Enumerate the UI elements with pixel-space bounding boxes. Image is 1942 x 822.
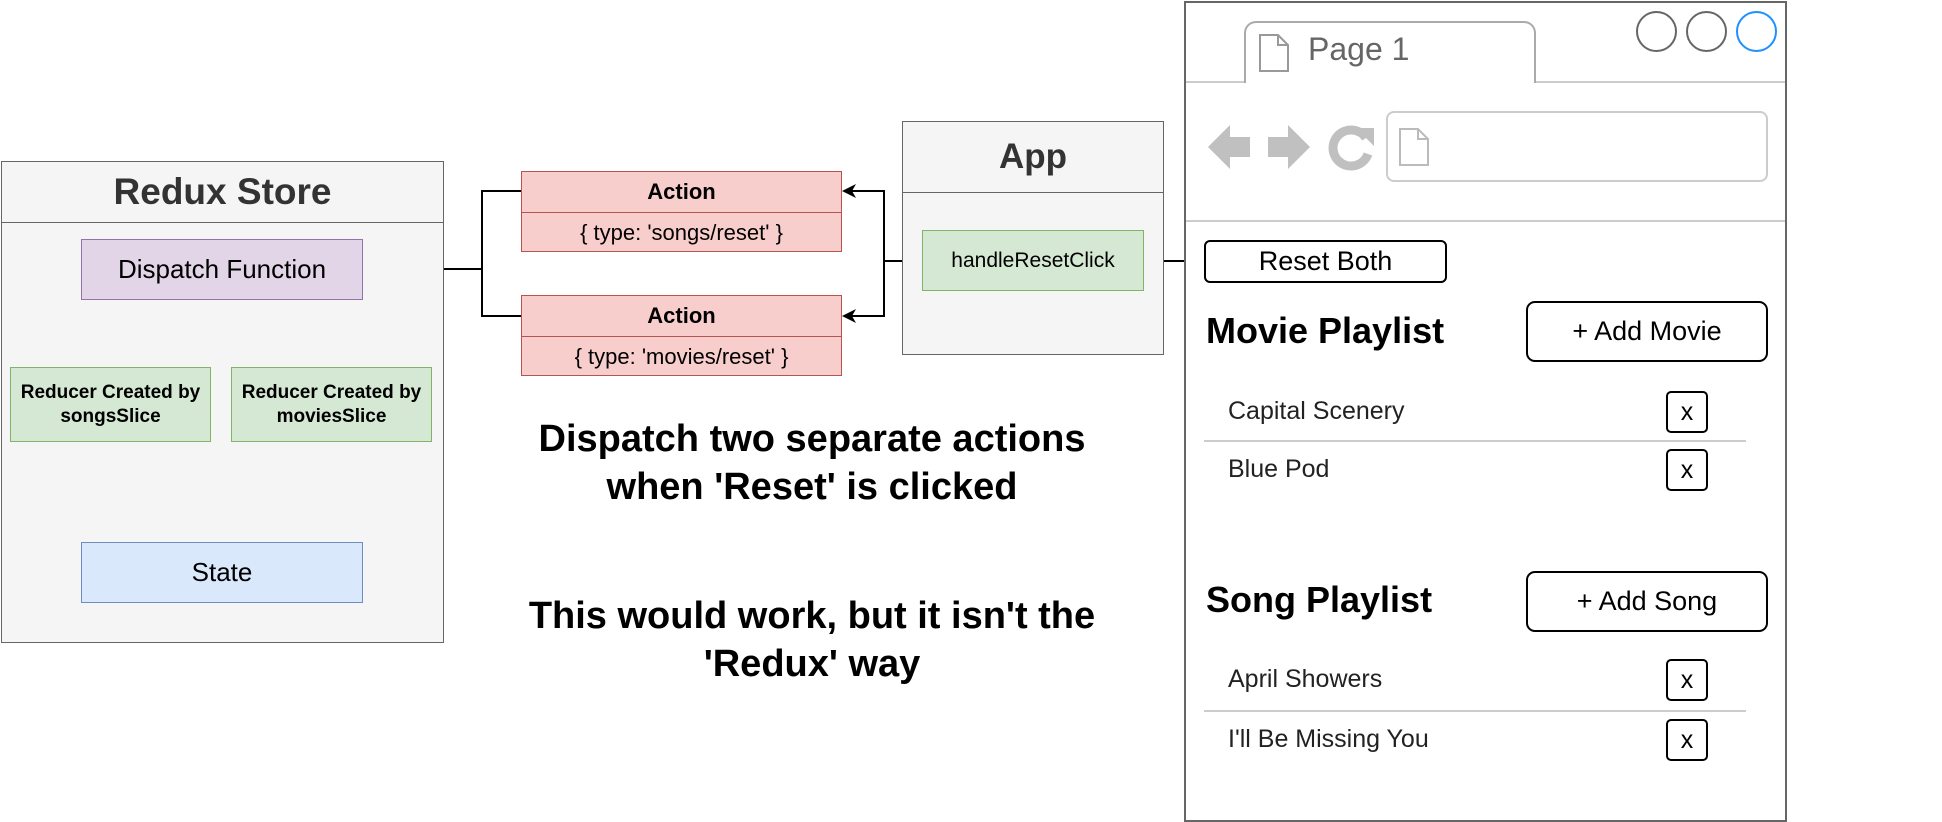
song-item: April Showers [1228,664,1383,693]
forward-arrow-icon[interactable] [1266,122,1312,172]
toolbar-divider [1186,220,1785,222]
url-page-icon [1399,128,1429,166]
reset-both-button[interactable]: Reset Both [1204,240,1447,283]
browser-tab[interactable] [1244,21,1536,83]
state-box: State [81,542,363,603]
page-icon [1259,34,1289,72]
window-circle-button[interactable] [1636,11,1677,52]
add-song-button[interactable]: + Add Song [1526,571,1768,632]
caption-not-redux-way: This would work, but it isn't the 'Redux… [528,595,1096,685]
handle-reset-click-box: handleResetClick [922,230,1144,291]
list-divider [1204,440,1746,442]
reload-icon[interactable] [1326,122,1376,172]
movies-reducer-box: Reducer Created by moviesSlice [231,367,432,442]
redux-store-title: Redux Store [1,161,444,223]
actions-to-dispatch-line [481,190,521,317]
songs-reducer-box: Reducer Created by songsSlice [10,367,211,442]
dispatch-function-box: Dispatch Function [81,239,363,300]
action-body: { type: 'songs/reset' } [580,220,783,245]
remove-song-button[interactable]: x [1666,659,1708,701]
song-item: I'll Be Missing You [1228,724,1429,753]
action-title: Action [522,296,841,337]
song-playlist-title: Song Playlist [1206,579,1433,620]
window-circle-button[interactable] [1686,11,1727,52]
handler-to-action2-arrow [842,261,885,323]
app-title: App [902,121,1164,193]
movie-playlist-title: Movie Playlist [1206,310,1445,351]
movies-reset-action: Action { type: 'movies/reset' } [521,295,842,376]
handler-to-action1-arrow [842,184,885,261]
movie-item: Blue Pod [1228,454,1330,483]
songs-reset-action: Action { type: 'songs/reset' } [521,171,842,252]
list-divider [1204,710,1746,712]
action-body: { type: 'movies/reset' } [574,344,789,369]
remove-song-button[interactable]: x [1666,719,1708,761]
action-title: Action [522,172,841,213]
add-movie-button[interactable]: + Add Movie [1526,301,1768,362]
remove-movie-button[interactable]: x [1666,391,1708,433]
window-circle-button-active[interactable] [1736,11,1777,52]
url-bar[interactable] [1386,111,1768,182]
movie-item: Capital Scenery [1228,396,1405,425]
remove-movie-button[interactable]: x [1666,449,1708,491]
tab-label: Page 1 [1308,30,1410,67]
caption-dispatch-two-actions: Dispatch two separate actions when 'Rese… [538,418,1086,508]
back-arrow-icon[interactable] [1206,122,1252,172]
